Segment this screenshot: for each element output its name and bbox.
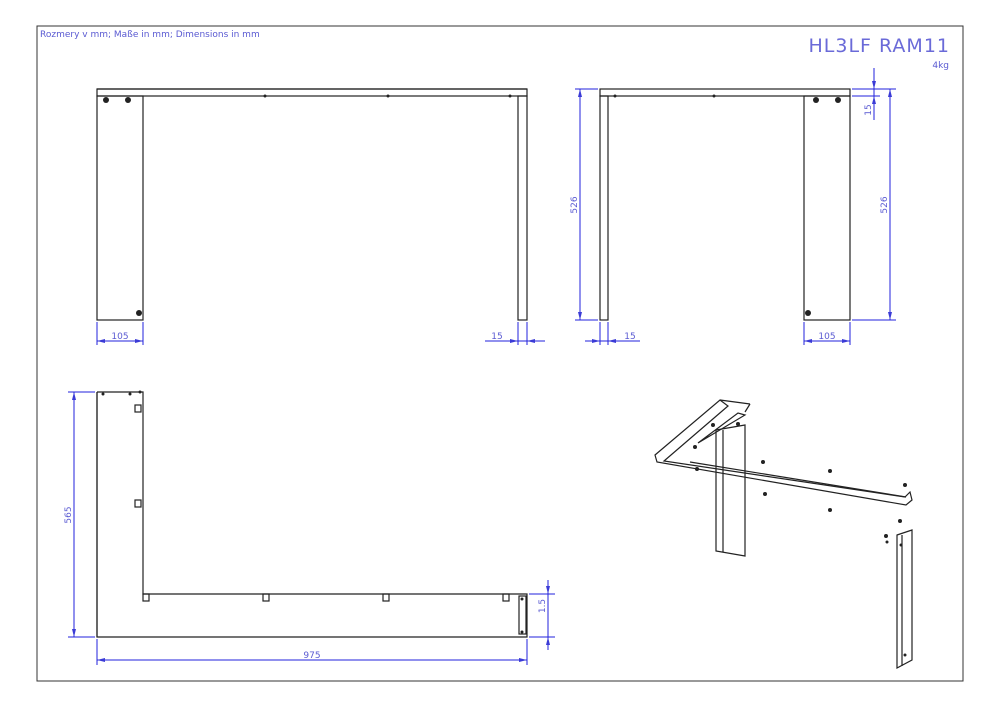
- front-view: 105 15: [96, 88, 545, 345]
- front-dim-105: 105: [111, 332, 128, 342]
- front-dim-15: 15: [491, 332, 502, 342]
- side-dim-105: 105: [818, 332, 835, 342]
- drawing-border: [36, 25, 964, 682]
- side-view: 526 526 15 15 105: [570, 68, 896, 345]
- drawing-title: HL3LF RAM11: [808, 35, 950, 57]
- plan-dim-975: 975: [303, 651, 320, 661]
- units-note: Rozmery v mm; Maße in mm; Dimensions in …: [40, 30, 260, 40]
- plan-dim-565: 565: [64, 506, 74, 523]
- side-dim-526-left: 526: [570, 196, 580, 213]
- plan-dim-1-5: 1.5: [538, 599, 548, 613]
- side-dim-15-bottom: 15: [624, 332, 635, 342]
- isometric-view: [654, 399, 913, 669]
- plan-view: 565 975 1.5: [64, 390, 555, 665]
- side-dim-526-right: 526: [880, 196, 890, 213]
- side-dim-15-top: 15: [864, 104, 874, 115]
- weight-label: 4kg: [932, 61, 949, 71]
